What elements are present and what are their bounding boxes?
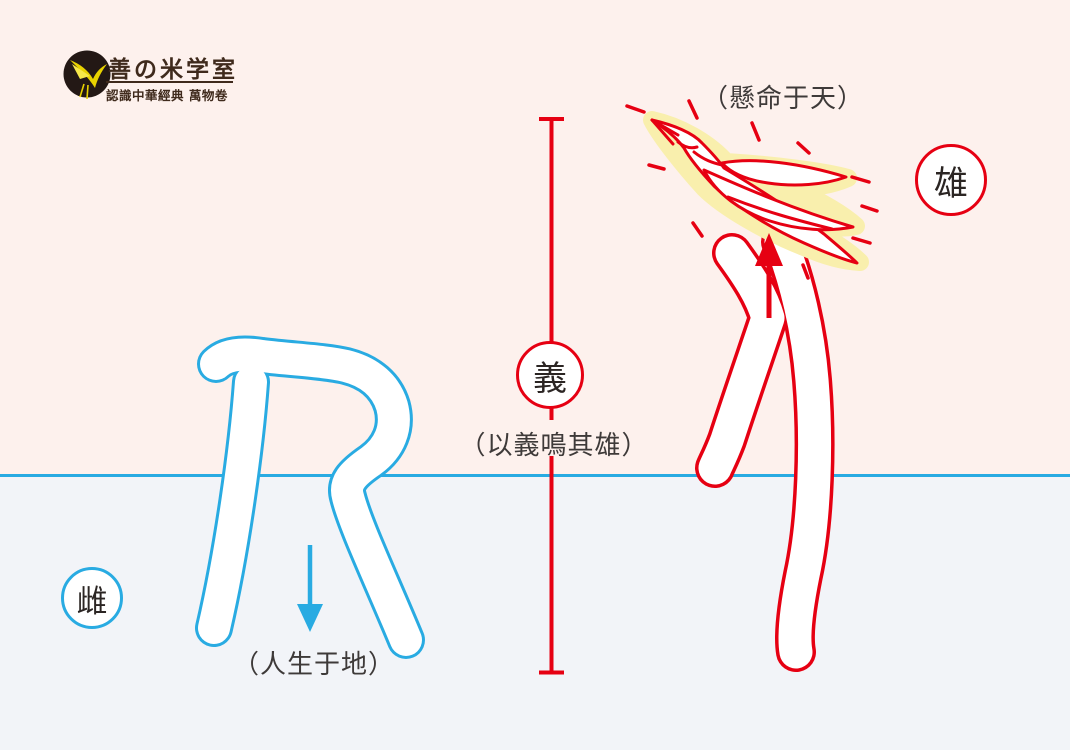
logo-subtitle: 認識中華經典 萬物卷 <box>106 88 228 103</box>
female-character-glyph <box>195 335 425 659</box>
downward-arrow <box>297 545 323 632</box>
bird-upper-beak <box>650 118 680 137</box>
female-badge: 雌 <box>61 567 123 629</box>
logo-divider <box>106 81 233 83</box>
righteousness-badge: 義 <box>516 341 584 409</box>
male-badge: 雄 <box>915 144 987 216</box>
bird-eye <box>676 140 699 150</box>
ground-region <box>0 475 1070 750</box>
annotation-righteous-call: （以義鳴其雄） <box>459 431 649 461</box>
annotation-heaven: （懸命于天） <box>701 84 865 114</box>
upward-arrow <box>755 233 783 318</box>
logo-title: 善の米学室 <box>108 56 238 83</box>
male-badge-label: 雄 <box>934 163 968 204</box>
righteousness-badge-label: 義 <box>533 358 567 399</box>
bird-far-wing <box>720 159 848 187</box>
swallow-bird-icon <box>70 60 107 100</box>
logo-mark <box>63 50 111 100</box>
bird-lower-beak <box>650 118 675 146</box>
annotation-earth: （人生于地） <box>232 650 396 680</box>
sound-rays <box>625 99 879 280</box>
female-badge-label: 雌 <box>76 583 108 620</box>
male-character-glyph <box>695 222 835 672</box>
bird-body <box>650 118 859 265</box>
calling-bird-illustration <box>625 99 879 280</box>
